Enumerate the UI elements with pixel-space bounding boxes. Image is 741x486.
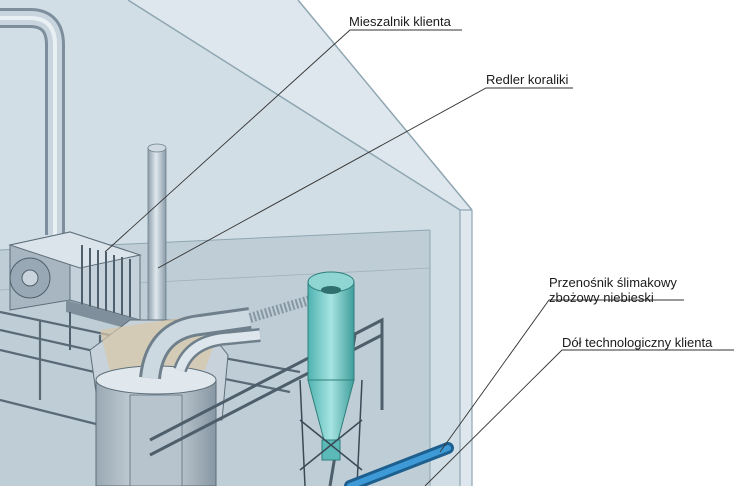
leader-mixer bbox=[104, 29, 462, 253]
exhaust-duct bbox=[0, 8, 65, 235]
callout-screw-line1: Przenośnik ślimakowy bbox=[549, 275, 677, 290]
mixer-unit bbox=[8, 231, 142, 360]
leader-screw bbox=[439, 299, 684, 453]
callout-pit-label: Dół technologiczny klienta bbox=[562, 335, 713, 350]
callout-screw-conveyor: Przenośnik ślimakowy zbożowy niebieski bbox=[549, 275, 677, 305]
feed-pipes bbox=[139, 295, 312, 380]
screw-conveyor bbox=[344, 442, 454, 486]
callout-pit: Dół technologiczny klienta bbox=[562, 335, 712, 350]
leader-lines bbox=[104, 29, 734, 486]
leader-conveyor bbox=[157, 87, 573, 269]
side-wall bbox=[128, 0, 472, 486]
callout-conveyor: Redler koraliki bbox=[486, 72, 568, 87]
cyclone bbox=[299, 271, 363, 486]
callout-screw-line2: zbożowy niebieski bbox=[549, 290, 654, 305]
callout-mixer: Mieszalnik klienta bbox=[349, 14, 451, 29]
callout-mixer-label: Mieszalnik klienta bbox=[349, 14, 451, 29]
callout-conveyor-label: Redler koraliki bbox=[486, 72, 569, 87]
leader-pit bbox=[424, 349, 734, 486]
